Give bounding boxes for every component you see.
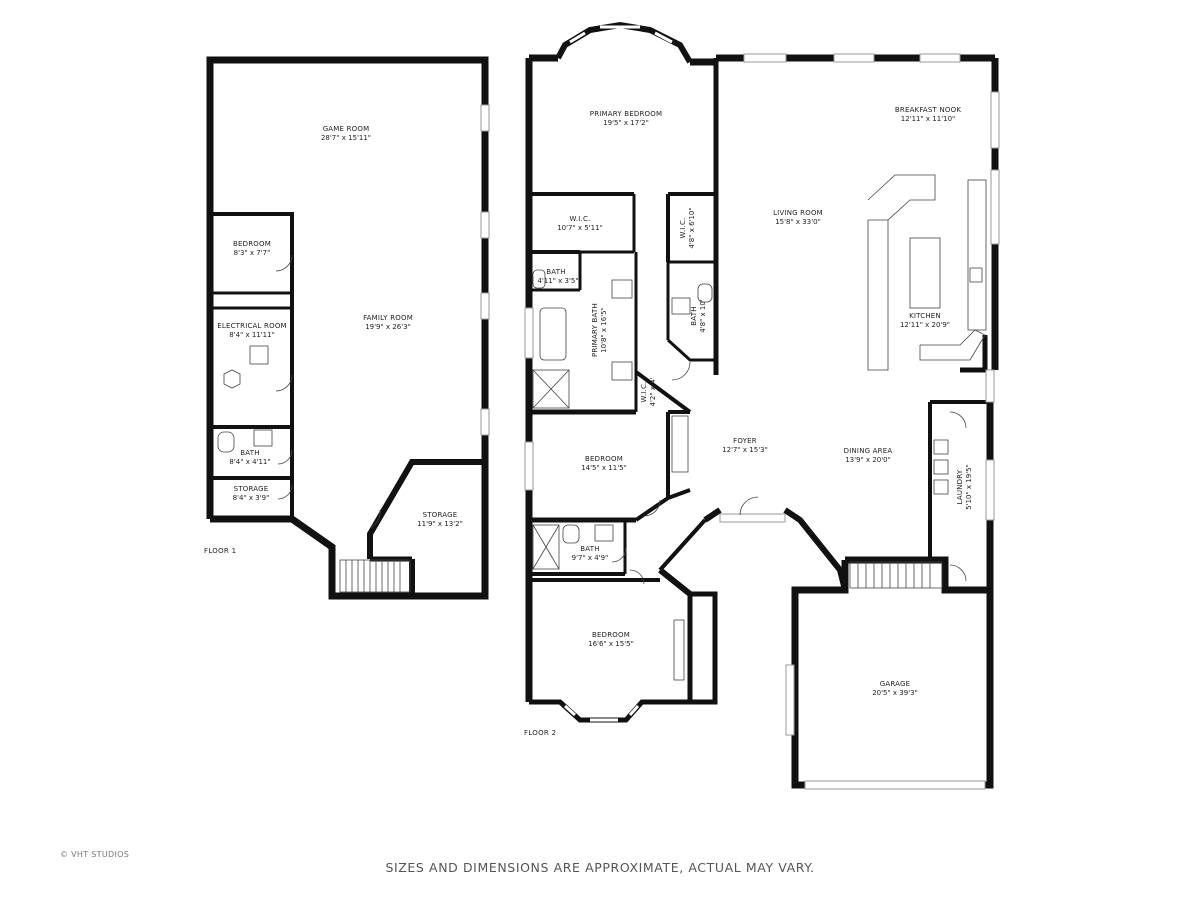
wic-3-name: W.I.C. [640, 382, 648, 403]
floor-1-label: FLOOR 1 [204, 547, 236, 555]
shower-icon [532, 524, 560, 570]
wic-3-dim: 4'2" x 4' [649, 377, 657, 406]
sink-icon [253, 429, 273, 447]
copyright-text: © VHT STUDIOS [60, 850, 130, 859]
wic-1-name: W.I.C. [570, 215, 591, 223]
electrical-room-dim: 8'4" x 11'11" [229, 331, 275, 339]
kitchen-dim: 12'11" x 20'9" [900, 321, 950, 329]
floor-1-fixtures [217, 254, 381, 529]
game-room-name: GAME ROOM [323, 125, 370, 133]
breakfast-nook-dim: 12'11" x 11'10" [901, 115, 956, 123]
small-bath-dim: 4'11" x 3'5" [537, 277, 578, 285]
f1-storage-large-dim: 11'9" x 13'2" [417, 520, 463, 528]
sink-icon [671, 297, 691, 315]
shower-icon [532, 369, 570, 409]
f1-bath-dim: 8'4" x 4'11" [229, 458, 270, 466]
toilet-icon [217, 431, 235, 453]
foyer-dim: 12'7" x 15'3" [722, 446, 768, 454]
living-room-dim: 15'8" x 33'0" [775, 218, 821, 226]
kitchen-name: KITCHEN [909, 312, 941, 320]
primary-bedroom-name: PRIMARY BEDROOM [590, 110, 662, 118]
door-swing-icon [275, 254, 293, 272]
laundry-name: LAUNDRY [956, 469, 964, 504]
kitchen-counters [867, 174, 987, 371]
f2-bedroom-b-dim: 16'6" x 15'5" [588, 640, 634, 648]
f2-bedroom-b-name: BEDROOM [592, 631, 630, 639]
electrical-room-name: ELECTRICAL ROOM [217, 322, 287, 330]
sink-icon [594, 524, 614, 542]
floor-1-plan: GAME ROOM 28'7" x 15'11" BEDROOM 8'3" x … [204, 56, 490, 600]
bath-vert-dim: 4'8" x 10' [699, 299, 707, 333]
floor-2-stairs [849, 561, 943, 589]
toilet-icon [697, 283, 713, 303]
closet-door-icon [673, 619, 685, 681]
floor-1-windows [480, 104, 490, 436]
game-room-dim: 28'7" x 15'11" [321, 134, 371, 142]
foyer-name: FOYER [733, 437, 757, 445]
wic-1-dim: 10'7" x 5'11" [557, 224, 603, 232]
wic-2-name: W.I.C. [679, 218, 687, 239]
family-room-dim: 19'9" x 26'3" [365, 323, 411, 331]
floor-1-stairs [339, 559, 411, 593]
f1-storage-large-name: STORAGE [423, 511, 458, 519]
floor-1-walls [206, 56, 489, 600]
f1-storage-small-name: STORAGE [234, 485, 269, 493]
toilet-icon [532, 269, 546, 289]
wic-2-dim: 4'8" x 6'10" [688, 207, 696, 248]
toilet-icon [562, 524, 580, 544]
sink-icon [611, 279, 633, 299]
living-room-name: LIVING ROOM [773, 209, 823, 217]
electrical-panel-icon [249, 345, 269, 365]
bath-vert-name: BATH [690, 306, 698, 325]
dining-area-name: DINING AREA [844, 447, 893, 455]
garage-dim: 20'5" x 39'3" [872, 689, 918, 697]
primary-bath-dim: 10'8" x 16'5" [600, 307, 608, 353]
dryer-icon [933, 459, 949, 475]
f1-bath-name: BATH [240, 449, 259, 457]
f1-storage-small-dim: 8'4" x 3'9" [233, 494, 270, 502]
f1-bedroom-name: BEDROOM [233, 240, 271, 248]
floor-2-walls [525, 54, 999, 789]
kitchen-sink-icon [969, 267, 983, 283]
floor-2-fixtures [532, 269, 967, 681]
small-bath-name: BATH [546, 268, 565, 276]
family-room-name: FAMILY ROOM [363, 314, 413, 322]
f2-bath-b-name: BATH [580, 545, 599, 553]
f1-bedroom-dim: 8'3" x 7'7" [234, 249, 271, 257]
floor-2-plan: PRIMARY BEDROOM 19'5" x 17'2" W.I.C. 10'… [524, 21, 1000, 790]
garage-name: GARAGE [880, 680, 911, 688]
floor-2-windows [524, 53, 1000, 790]
f2-bedroom-a-name: BEDROOM [585, 455, 623, 463]
primary-bay-window [555, 21, 693, 64]
bedroom-b-bay-window-glass [563, 704, 640, 722]
disclaimer-text: SIZES AND DIMENSIONS ARE APPROXIMATE, AC… [385, 860, 815, 875]
floor-2-label: FLOOR 2 [524, 729, 556, 737]
bathtub-icon [539, 307, 567, 361]
dining-area-dim: 13'9" x 20'0" [845, 456, 891, 464]
water-heater-icon [223, 369, 241, 389]
washer-icon [933, 439, 949, 455]
primary-bath-name: PRIMARY BATH [591, 303, 599, 357]
primary-bay-window-glass [569, 25, 673, 44]
f2-bath-b-dim: 9'7" x 4'9" [572, 554, 609, 562]
f2-bedroom-a-dim: 14'5" x 11'5" [581, 464, 627, 472]
primary-bedroom-dim: 19'5" x 17'2" [603, 119, 649, 127]
laundry-dim: 5'10" x 19'5" [965, 464, 973, 510]
closet-door-icon [671, 415, 689, 473]
breakfast-nook-name: BREAKFAST NOOK [895, 106, 961, 114]
